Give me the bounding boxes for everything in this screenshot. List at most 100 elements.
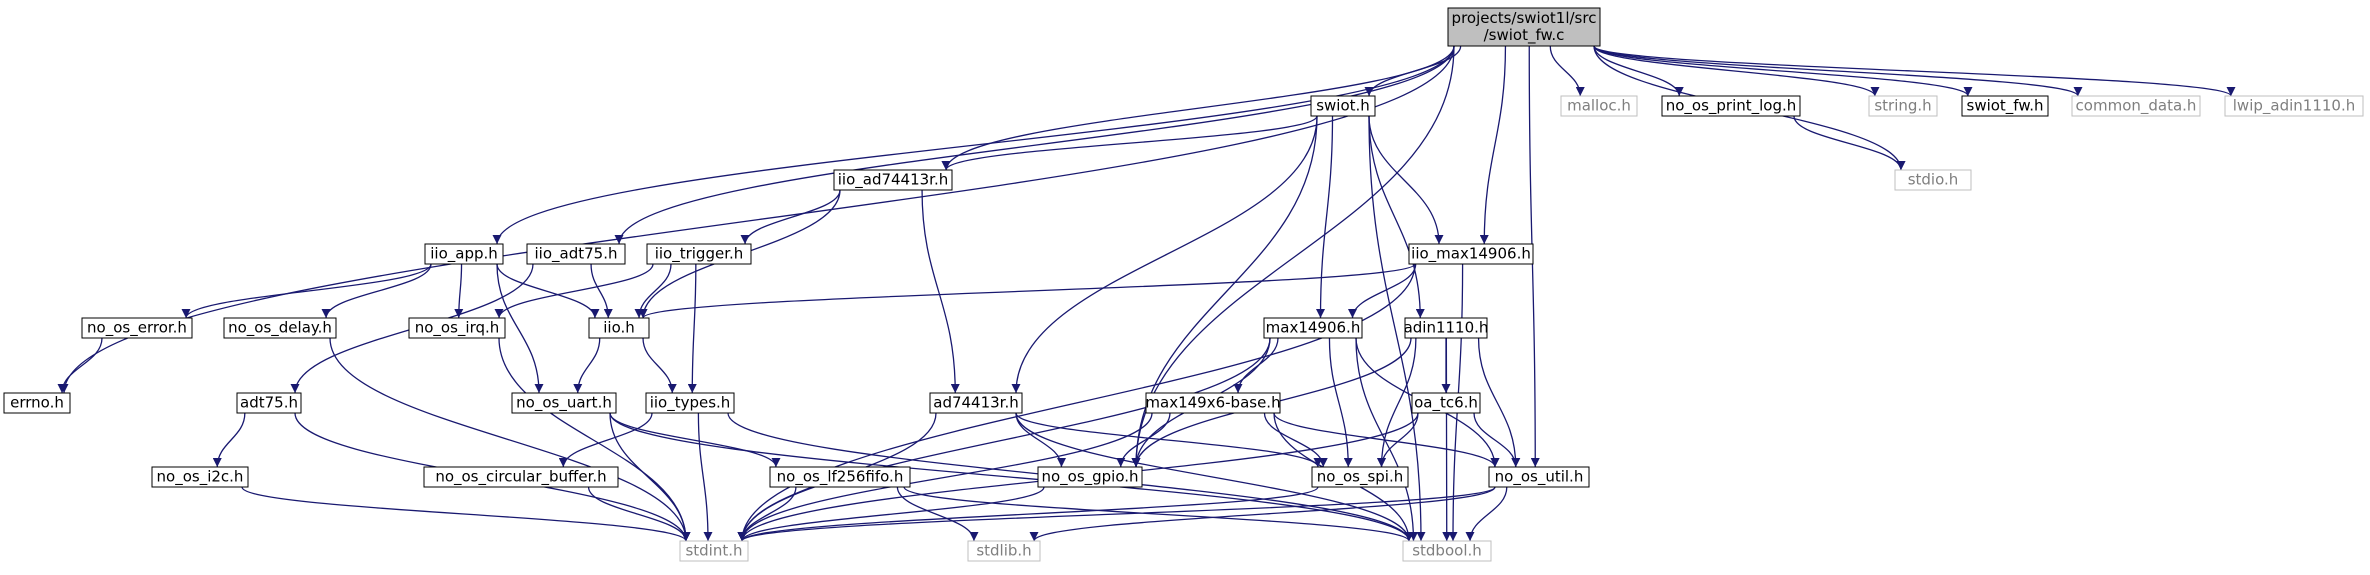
node-label: adt75.h xyxy=(240,394,298,412)
node-label: no_os_print_log.h xyxy=(1666,97,1797,116)
node-no-os-util[interactable]: no_os_util.h xyxy=(1488,466,1590,488)
node-label: ad74413r.h xyxy=(933,394,1019,412)
edge-no_os_circular_buffer-to-stdint xyxy=(587,486,691,542)
node-label: common_data.h xyxy=(2076,97,2197,116)
edge-root-to-no_os_print_log xyxy=(1593,45,1684,97)
node-box xyxy=(1868,95,1938,117)
node-label: adin1110.h xyxy=(1404,319,1489,337)
node-no-os-i2c[interactable]: no_os_i2c.h xyxy=(151,466,249,488)
node-label: iio_types.h xyxy=(650,394,731,413)
node-box xyxy=(223,317,337,339)
node-root[interactable]: projects/swiot1l/src/swiot_fw.c xyxy=(1447,7,1601,47)
node-max14906[interactable]: max14906.h xyxy=(1263,317,1363,339)
edge-root-to-common_data xyxy=(1593,45,2083,97)
node-box xyxy=(236,392,302,414)
node-no-os-circular-buffer[interactable]: no_os_circular_buffer.h xyxy=(423,466,619,488)
node-errno[interactable]: errno.h xyxy=(3,392,71,414)
node-box xyxy=(511,392,617,414)
node-label: iio_trigger.h xyxy=(655,245,744,264)
node-box xyxy=(1037,466,1143,488)
node-label: iio_app.h xyxy=(430,245,498,264)
node-iio-app[interactable]: iio_app.h xyxy=(424,243,504,265)
node-box xyxy=(1961,95,2049,117)
edge-iio_trigger-to-iio xyxy=(634,263,672,319)
edge-iio_app-to-no_os_error xyxy=(181,263,432,319)
edge-iio-to-iio_types xyxy=(642,337,677,394)
node-iio-max14906[interactable]: iio_max14906.h xyxy=(1408,243,1534,265)
node-box xyxy=(967,540,1041,562)
node-label: malloc.h xyxy=(1567,97,1631,115)
edge-iio_app-to-no_os_irq xyxy=(454,263,464,319)
node-no-os-uart[interactable]: no_os_uart.h xyxy=(511,392,617,414)
node-label: no_os_lf256fifo.h xyxy=(777,468,904,487)
edge-iio_app-to-no_os_delay xyxy=(321,263,432,319)
node-box xyxy=(81,317,193,339)
edge-no_os_spi-to-stdint xyxy=(737,486,1319,542)
edge-root-to-iio_app xyxy=(492,45,1455,245)
node-no-os-error[interactable]: no_os_error.h xyxy=(81,317,193,339)
edge-iio_trigger-to-iio_types xyxy=(687,263,697,394)
node-oa-tc6[interactable]: oa_tc6.h xyxy=(1411,392,1481,414)
edge-no_os_lf256fifo-to-stdbool xyxy=(903,486,1414,542)
node-stdint: stdint.h xyxy=(679,540,749,562)
node-no-os-spi[interactable]: no_os_spi.h xyxy=(1311,466,1409,488)
edge-root-to-lwip_adin1110 xyxy=(1593,45,2236,97)
node-iio-adt75[interactable]: iio_adt75.h xyxy=(526,243,626,265)
edge-root-to-errno xyxy=(59,45,1455,394)
node-swiot-fw[interactable]: swiot_fw.h xyxy=(1961,95,2049,117)
node-label: stdio.h xyxy=(1908,171,1959,189)
edge-no_os_util-to-stdbool xyxy=(1465,486,1508,542)
node-stdio: stdio.h xyxy=(1894,169,1972,191)
edge-no_os_delay-to-stdint xyxy=(329,337,691,542)
node-label: errno.h xyxy=(10,394,64,412)
node-box xyxy=(1310,95,1376,117)
edge-no_os_i2c-to-stdint xyxy=(241,486,691,542)
node-iio-trigger[interactable]: iio_trigger.h xyxy=(646,243,752,265)
edge-iio_ad74413r-to-ad74413r xyxy=(921,189,960,394)
node-box xyxy=(1404,317,1488,339)
node-swiot[interactable]: swiot.h xyxy=(1310,95,1376,117)
node-label: no_os_uart.h xyxy=(516,394,612,413)
edge-iio_max14906-to-max14906 xyxy=(1348,263,1417,319)
node-max149x6-base[interactable]: max149x6-base.h xyxy=(1145,392,1281,414)
node-box xyxy=(1311,466,1409,488)
edge-adin1110-to-no_os_util xyxy=(1477,337,1521,468)
node-iio[interactable]: iio.h xyxy=(588,317,650,339)
node-label: max14906.h xyxy=(1266,319,1361,337)
node-box xyxy=(1408,243,1534,265)
node-label: lwip_adin1110.h xyxy=(2233,97,2355,116)
node-label: iio_max14906.h xyxy=(1411,245,1531,264)
edge-max149x6_base-to-no_os_gpio xyxy=(1116,412,1171,468)
edge-max149x6_base-to-no_os_spi xyxy=(1263,412,1328,468)
edge-iio_adt75-to-iio xyxy=(590,263,613,319)
node-iio-ad74413r[interactable]: iio_ad74413r.h xyxy=(833,169,953,191)
node-box xyxy=(1411,392,1481,414)
edge-root-to-string xyxy=(1593,45,1880,97)
node-string: string.h xyxy=(1868,95,1938,117)
node-no-os-print-log[interactable]: no_os_print_log.h xyxy=(1661,95,1801,117)
edge-no_os_uart-to-no_os_lf256fifo xyxy=(609,412,781,468)
node-no-os-irq[interactable]: no_os_irq.h xyxy=(408,317,506,339)
edge-max149x6_base-to-stdint xyxy=(737,412,1153,542)
node-box xyxy=(1560,95,1638,117)
node-no-os-gpio[interactable]: no_os_gpio.h xyxy=(1037,466,1143,488)
edge-swiot-to-iio_max14906 xyxy=(1368,115,1444,245)
edge-swiot-to-no_os_gpio xyxy=(1131,115,1318,468)
edge-oa_tc6-to-no_os_util xyxy=(1473,412,1521,468)
node-ad74413r[interactable]: ad74413r.h xyxy=(929,392,1023,414)
node-box xyxy=(1447,7,1601,47)
node-adt75[interactable]: adt75.h xyxy=(236,392,302,414)
node-no-os-delay[interactable]: no_os_delay.h xyxy=(223,317,337,339)
node-box xyxy=(151,466,249,488)
node-label: no_os_util.h xyxy=(1495,468,1584,487)
node-label: max149x6-base.h xyxy=(1145,394,1280,412)
edge-iio_app-to-no_os_uart xyxy=(496,263,544,394)
node-label: iio_ad74413r.h xyxy=(838,171,949,190)
edge-max14906-to-no_os_spi xyxy=(1328,337,1353,468)
node-no-os-lf256fifo[interactable]: no_os_lf256fifo.h xyxy=(769,466,911,488)
edge-root-to-swiot xyxy=(1364,45,1462,97)
node-adin1110[interactable]: adin1110.h xyxy=(1404,317,1489,339)
node-stdbool: stdbool.h xyxy=(1402,540,1492,562)
node-label: swiot.h xyxy=(1316,97,1370,115)
node-iio-types[interactable]: iio_types.h xyxy=(645,392,735,414)
